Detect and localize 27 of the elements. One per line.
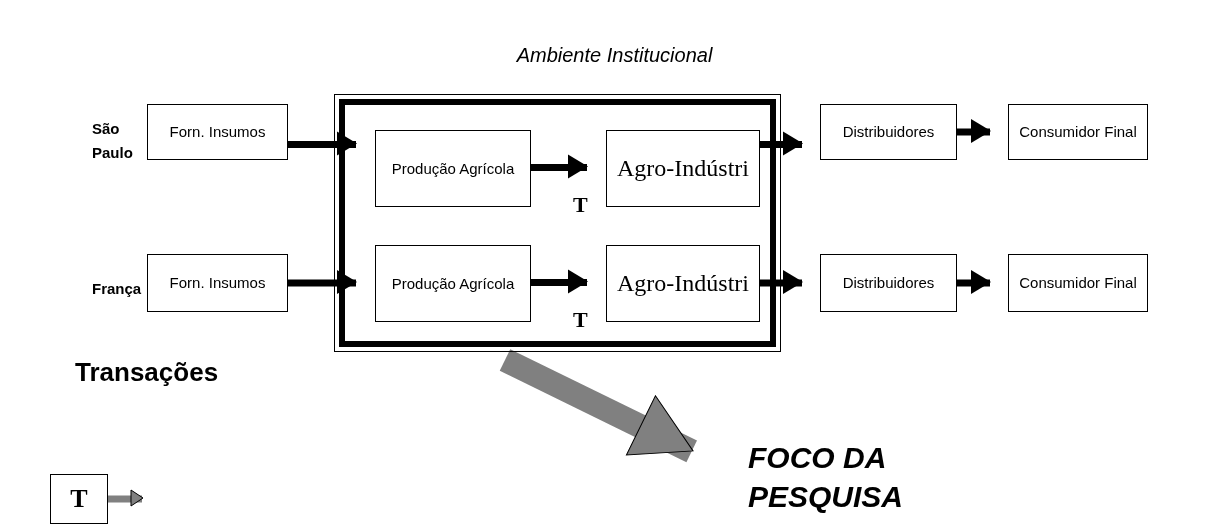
section-heading: Transações <box>75 356 220 389</box>
arrow <box>530 154 588 179</box>
transaction-box: T <box>50 474 108 524</box>
arrow <box>530 269 588 294</box>
process-box: Consumidor Final <box>1008 104 1148 160</box>
arrow <box>759 131 803 156</box>
focus-text: FOCO DA PESQUISA <box>748 432 1048 522</box>
process-box: Distribuidores <box>820 254 957 312</box>
research-focus-frame <box>334 94 781 352</box>
arrow <box>108 489 144 507</box>
arrow <box>957 270 991 294</box>
arrow <box>288 131 357 156</box>
process-box: Produção Agrícola <box>375 130 531 207</box>
process-box: Agro-Indústri <box>606 130 760 207</box>
arrow <box>288 270 357 294</box>
process-box: Agro-Indústri <box>606 245 760 322</box>
diagram-title: Ambiente Institucional <box>515 44 714 67</box>
process-box: Distribuidores <box>820 104 957 160</box>
row-label: São Paulo <box>92 119 134 163</box>
row-label: França <box>92 279 142 299</box>
process-box: Forn. Insumos <box>147 254 288 312</box>
arrow <box>957 119 991 143</box>
process-box: Produção Agrícola <box>375 245 531 322</box>
arrow <box>759 270 803 294</box>
process-box: Consumidor Final <box>1008 254 1148 312</box>
arrow <box>499 349 697 463</box>
process-box: Forn. Insumos <box>147 104 288 160</box>
